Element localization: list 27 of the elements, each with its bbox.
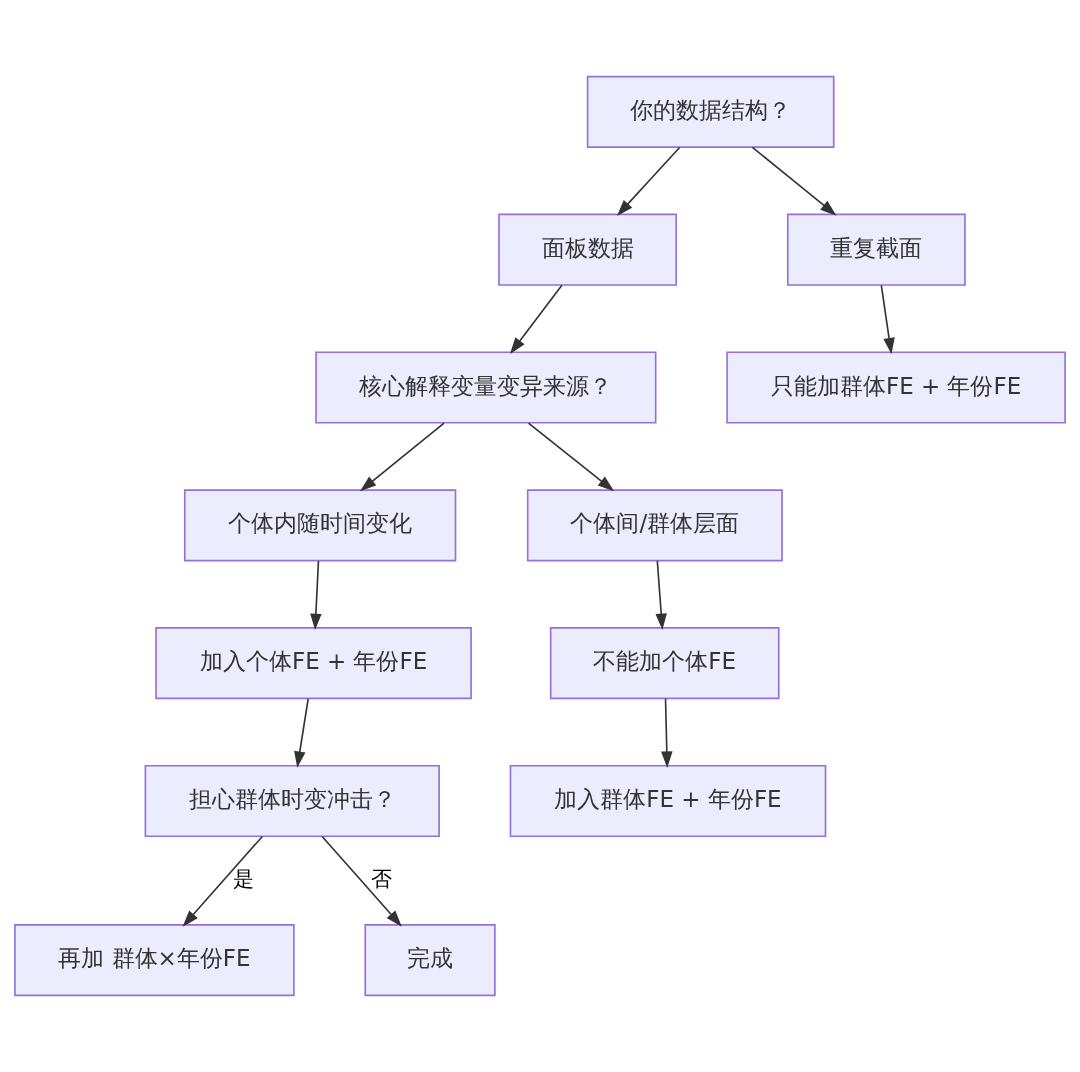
- node-box: 完成: [364, 924, 496, 997]
- arrow: [751, 146, 837, 216]
- node-box: 核心解释变量变异来源？: [315, 351, 657, 424]
- arrow: [527, 422, 615, 492]
- node-box: 你的数据结构？: [586, 75, 835, 148]
- arrow: [310, 560, 322, 631]
- node-box: 担心群体时变冲击？: [144, 764, 440, 838]
- node-box: 个体间/群体层面: [526, 489, 783, 562]
- arrow: [655, 560, 667, 631]
- node-box: 只能加群体FE + 年份FE: [726, 351, 1066, 424]
- arrow: [661, 697, 673, 768]
- arrow: [321, 835, 402, 927]
- node-box: 加入群体FE + 年份FE: [509, 764, 827, 838]
- arrow: [182, 835, 264, 927]
- node-box: 加入个体FE + 年份FE: [155, 627, 472, 700]
- node-box: 面板数据: [498, 213, 677, 286]
- arrow: [510, 284, 563, 354]
- arrow: [616, 146, 681, 216]
- edge-label: 是: [233, 866, 255, 892]
- node-box: 不能加个体FE: [549, 627, 780, 700]
- node-box: 重复截面: [786, 213, 966, 286]
- node-box: 再加 群体×年份FE: [14, 924, 295, 997]
- arrow: [294, 697, 309, 768]
- node-box: 个体内随时间变化: [183, 489, 457, 562]
- arrow: [360, 422, 445, 492]
- edge-label: 否: [371, 866, 393, 892]
- arrow: [880, 284, 895, 355]
